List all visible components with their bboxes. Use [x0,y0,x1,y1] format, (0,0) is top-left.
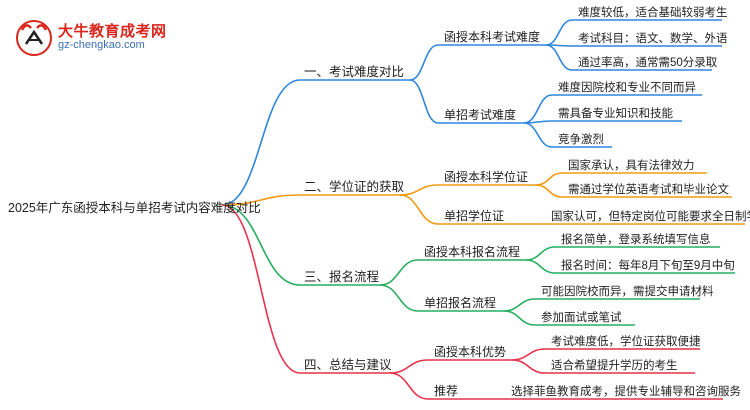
logo-title: 大牛教育成考网 [58,23,167,40]
leaf-label: 需通过学位英语考试和毕业论文 [568,182,729,196]
branch-connector [221,194,301,206]
leaf-connector [523,122,553,148]
topic-label: 单招学位证 [444,208,504,223]
leaf-label: 国家承认，具有法律效力 [568,158,695,172]
root-topic: 2025年广东函授本科与单招考试内容难度对比 [8,201,261,215]
leaf-label: 选择菲鱼教育成考，提供专业辅导和咨询服务 [511,384,741,398]
leaf-label: 难度因院校和专业不同而异 [558,80,696,94]
topic-label: 函授本科报名流程 [424,244,520,259]
topic-connector [399,184,439,196]
leaf-label: 报名时间：每年8月下旬至9月中旬 [561,258,735,272]
branch-connector [221,79,301,206]
leaf-label: 竞争激烈 [558,132,604,146]
leaf-connector [503,298,536,312]
site-logo: 大牛教育成考网 gz-chengkao.com [14,18,167,58]
leaf-label: 可能因院校而异，需提交申请材料 [541,284,714,298]
leaf-label: 考试科目：语文、数学、外语 [578,31,728,45]
leaf-connector [511,359,546,374]
leaf-connector [525,246,556,261]
topic-connector [409,44,439,81]
branch-label-4: 四、总结与建议 [304,358,392,372]
logo-url: gz-chengkao.com [58,39,145,51]
topic-label: 函授本科学位证 [444,169,528,184]
topic-label: 推荐 [434,384,458,398]
topic-label: 函授本科考试难度 [444,29,540,44]
leaf-connector [545,19,573,46]
ox-mascot-icon [16,20,52,56]
leaf-connector [535,172,563,186]
topic-connector [389,359,429,374]
leaf-label: 参加面试或笔试 [541,310,622,324]
topic-connector [379,259,419,286]
leaf-connector [545,44,573,71]
branch-connector [221,204,301,374]
topic-connector [379,284,419,312]
topic-connector [409,79,439,124]
branch-connector [221,204,301,286]
leaf-connector [525,259,556,274]
branch-label-2: 二、学位证的获取 [304,179,405,194]
branch-label-1: 一、考试难度对比 [304,64,404,79]
leaf-label: 报名简单，登录系统填写信息 [561,232,711,246]
leaf-label: 需具备专业知识和技能 [558,106,673,120]
topic-label: 函授本科优势 [434,344,506,359]
leaf-connector [523,94,553,124]
leaf-connector [535,184,563,198]
topic-label: 单招报名流程 [424,295,496,310]
topic-connector [389,372,429,400]
leaf-label: 难度较低，适合基础较弱考生 [578,5,728,19]
branch-label-3: 三、报名流程 [304,269,380,284]
leaf-label: 国家认可，但特定岗位可能要求全日制学历 [551,209,750,223]
topic-connector [399,194,439,225]
leaf-connector [503,310,536,326]
leaf-label: 考试难度低，学位证获取便捷 [551,334,701,348]
topic-label: 单招考试难度 [444,107,516,122]
leaf-connector [511,348,546,361]
leaf-label: 适合希望提升学历的考生 [551,358,678,372]
leaf-label: 通过率高，通常需50分录取 [578,55,718,69]
